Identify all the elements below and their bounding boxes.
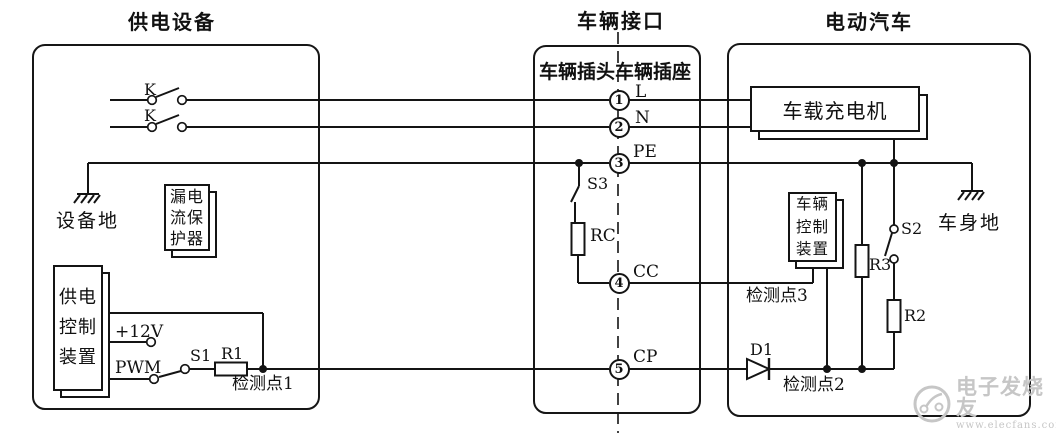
equipment-ground-label: 设备地 (56, 210, 120, 232)
contactor-k2-label: K (144, 106, 156, 125)
pin-n-label: N (635, 108, 650, 128)
resistor-r1 (214, 361, 248, 377)
switch-s2-label: S2 (901, 219, 923, 238)
diode-d1-label: D1 (750, 340, 774, 359)
body-ground-icon (957, 190, 985, 201)
plug-socket-header: 车辆插头车辆插座 (538, 61, 691, 83)
vehicle-interface-title: 车辆接口 (577, 9, 665, 33)
switch-contacts (145, 94, 899, 385)
switch-blades (155, 87, 893, 378)
contactor-k1-label: K (144, 80, 156, 99)
pin-pe-label: PE (633, 142, 657, 162)
checkpoint1-label: 检测点1 (232, 374, 294, 394)
leakage-protector-text: 漏电 (169, 187, 204, 206)
supply-equipment-title: 供电设备 (128, 10, 216, 34)
wires (87, 99, 973, 380)
vehicle-controller-box: 车辆 控制 装置 (788, 192, 837, 262)
checkpoint3-label: 检测点3 (746, 286, 808, 306)
resistor-r3 (854, 244, 870, 278)
pin-3-circle: 3 (608, 152, 630, 174)
body-ground-label: 车身地 (938, 212, 1002, 234)
vehicle-interface-box (533, 45, 701, 414)
resistor-r2-label: R2 (904, 306, 927, 325)
supply-equipment-box (32, 44, 320, 410)
pin-cp-label: CP (633, 347, 658, 367)
electric-vehicle-title: 电动汽车 (825, 10, 913, 34)
pin-1-circle: 1 (608, 89, 630, 111)
vehicle-controller-text: 车辆 (795, 195, 829, 214)
electric-vehicle-box (727, 43, 1031, 417)
resistor-r3-label: R3 (869, 255, 892, 274)
switch-s1-label: S1 (190, 346, 212, 365)
checkpoint2-label: 检测点2 (783, 375, 845, 395)
onboard-charger-text: 车载充电机 (782, 98, 888, 123)
pin-5-circle: 5 (608, 358, 630, 380)
supply-controller-box: 供电 控制 装置 (53, 265, 103, 391)
supply-controller-text: 供电 (59, 287, 97, 308)
plus12v-label: +12V (115, 322, 164, 342)
pin-cc-label: CC (633, 262, 660, 282)
resistor-r2 (886, 299, 902, 333)
pin-2-circle: 2 (608, 116, 630, 138)
onboard-charger-box: 车载充电机 (750, 86, 920, 132)
junction-dots (259, 159, 898, 373)
resistor-rc-label: RC (590, 226, 616, 246)
pin-4-circle: 4 (608, 272, 630, 294)
resistor-r1-label: R1 (221, 344, 244, 363)
leakage-protector-box: 漏电 流保 护器 (164, 184, 210, 251)
equipment-ground-icon (73, 193, 101, 204)
resistor-rc (570, 222, 586, 256)
switch-s3-label: S3 (587, 174, 609, 193)
pin-l-label: L (635, 82, 647, 102)
pwm-label: PWM (115, 358, 162, 378)
diode-d1-icon (746, 357, 772, 381)
